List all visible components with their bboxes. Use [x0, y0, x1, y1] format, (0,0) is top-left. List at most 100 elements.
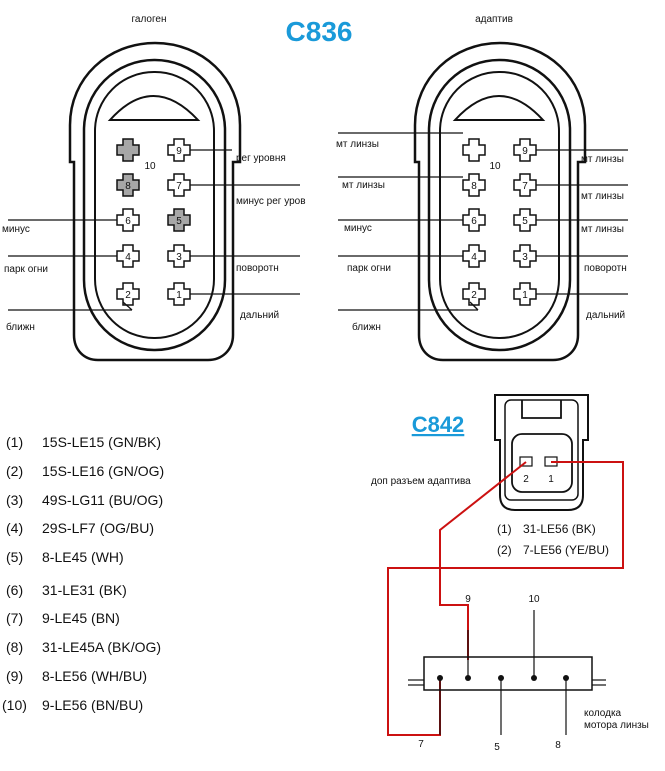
legend-num-6: (6) [6, 582, 23, 598]
c842-legend-num-1: (1) [497, 522, 512, 536]
left-connector-outer-shell [68, 41, 242, 362]
c842-terminal-2 [519, 456, 533, 467]
legend-num-4: (4) [6, 520, 23, 536]
motor-pin-5-label: 5 [494, 742, 500, 753]
right-label-povorotn: поворотн [584, 263, 627, 274]
right-pin-5-label: 5 [522, 216, 528, 227]
c836-legend: (1) 15S-LE15 (GN/BK) (2) 15S-LE16 (GN/OG… [2, 434, 164, 713]
c842-legend-num-2: (2) [497, 543, 512, 557]
legend-text-4: 29S-LF7 (OG/BU) [42, 520, 154, 536]
legend-text-5: 8-LE45 (WH) [42, 549, 124, 565]
left-pin-5-label: 5 [176, 216, 182, 227]
motor-pin-leads [439, 610, 567, 735]
legend-text-6: 31-LE31 (BK) [42, 582, 127, 598]
left-label-minus-reg: минус рег уров [236, 196, 306, 207]
right-label-mt-linzy-3: мт линзы [581, 154, 624, 165]
right-connector: 10 9 8 7 6 5 4 3 2 1 м [336, 41, 628, 362]
right-label-park-ogni: парк огни [347, 263, 391, 274]
right-connector-outer-shell [413, 41, 587, 362]
right-label-minus: минус [344, 223, 372, 234]
right-pin-6-label: 6 [471, 216, 477, 227]
left-pin-9-label: 9 [176, 146, 182, 157]
right-connector-wires [338, 132, 628, 311]
left-label-blizhn: ближн [6, 321, 35, 333]
right-pin-1-label: 1 [522, 290, 528, 301]
motor-pin-9-label: 9 [465, 594, 471, 605]
right-label-mt-linzy-5: мт линзы [581, 224, 624, 235]
right-connector-inner-wall [427, 58, 572, 352]
motor-connector: 9 10 7 5 8 колодка мотора линзы [408, 594, 649, 753]
c842-pin-2-label: 2 [523, 474, 529, 485]
left-connector-inner-wall [82, 58, 227, 352]
c842-legend-text-2: 7-LE56 (YE/BU) [523, 543, 609, 557]
legend-text-2: 15S-LE16 (GN/OG) [42, 463, 164, 479]
right-connector-key [452, 95, 546, 121]
motor-pin-7-label: 7 [418, 739, 424, 750]
right-connector-cavity [439, 71, 560, 339]
left-label-reg-level: рег уровня [236, 153, 286, 164]
left-pin-8-label: 8 [125, 181, 131, 192]
c842-pin-1-label: 1 [548, 474, 554, 485]
right-label-mt-linzy-1: мт линзы [336, 139, 379, 150]
right-pin-10 [462, 138, 486, 162]
legend-num-2: (2) [6, 463, 23, 479]
c842-title: C842 [412, 412, 465, 437]
legend-num-3: (3) [6, 492, 23, 508]
right-pin-10-label: 10 [489, 161, 501, 172]
legend-num-8: (8) [6, 639, 23, 655]
right-pin-9-label: 9 [522, 146, 528, 157]
red-wire-pin2-to-9 [439, 461, 527, 660]
left-pin-10-label: 10 [144, 161, 156, 172]
right-pin-4-label: 4 [471, 252, 477, 263]
legend-text-9: 8-LE56 (WH/BU) [42, 668, 147, 684]
right-pin-7-label: 7 [522, 181, 528, 192]
legend-text-10: 9-LE56 (BN/BU) [42, 697, 143, 713]
left-label-minus: минус [2, 224, 30, 235]
c836-title: C836 [286, 16, 353, 47]
left-connector: 10 9 8 7 6 5 4 3 2 1 рег уровня ми [2, 41, 306, 362]
c842-label: доп разъем адаптива [371, 476, 471, 487]
left-pin-7-label: 7 [176, 181, 182, 192]
left-pin-6-label: 6 [125, 216, 131, 227]
right-label-mt-linzy-4: мт линзы [581, 191, 624, 202]
left-pin-4-label: 4 [125, 252, 131, 263]
halogen-subtitle: галоген [131, 14, 166, 25]
left-connector-wires [8, 149, 300, 311]
legend-num-1: (1) [6, 434, 23, 450]
motor-connector-body [423, 656, 593, 691]
motor-pin-10-label: 10 [528, 594, 540, 605]
red-wires [387, 461, 624, 736]
c842-legend-text-1: 31-LE56 (BK) [523, 522, 596, 536]
left-label-dalniy: дальний [240, 310, 279, 321]
legend-num-5: (5) [6, 549, 23, 565]
legend-num-7: (7) [6, 610, 23, 626]
right-pin-2-label: 2 [471, 290, 477, 301]
c842-outer-shell [494, 394, 589, 511]
legend-num-10: (10) [2, 697, 27, 713]
left-pin-2-label: 2 [125, 290, 131, 301]
right-label-dalniy: дальний [586, 310, 625, 321]
motor-pin-8-label: 8 [555, 740, 561, 751]
c842-connector: C842 2 1 доп разъем адаптива (1) 31-LE56… [371, 394, 609, 557]
c842-latch [521, 400, 562, 419]
left-label-park-ogni: парк огни [4, 264, 48, 275]
legend-text-7: 9-LE45 (BN) [42, 610, 120, 626]
legend-text-1: 15S-LE15 (GN/BK) [42, 434, 161, 450]
left-label-povorotn: поворотн [236, 263, 279, 274]
left-pin-10 [116, 138, 140, 162]
right-label-mt-linzy-2: мт линзы [342, 180, 385, 191]
red-wire-pin1-to-7 [387, 461, 624, 736]
motor-label-line1: колодка [584, 708, 622, 719]
left-connector-cavity [94, 71, 215, 339]
legend-num-9: (9) [6, 668, 23, 684]
right-label-blizhn: ближн [352, 321, 381, 333]
c842-inner-wall [504, 399, 579, 501]
left-pin-1-label: 1 [176, 290, 182, 301]
left-pin-3-label: 3 [176, 252, 182, 263]
motor-pin-dots [437, 675, 569, 681]
adaptive-subtitle: адаптив [475, 14, 513, 25]
right-pin-8-label: 8 [471, 181, 477, 192]
right-pin-3-label: 3 [522, 252, 528, 263]
left-connector-key [107, 95, 201, 121]
